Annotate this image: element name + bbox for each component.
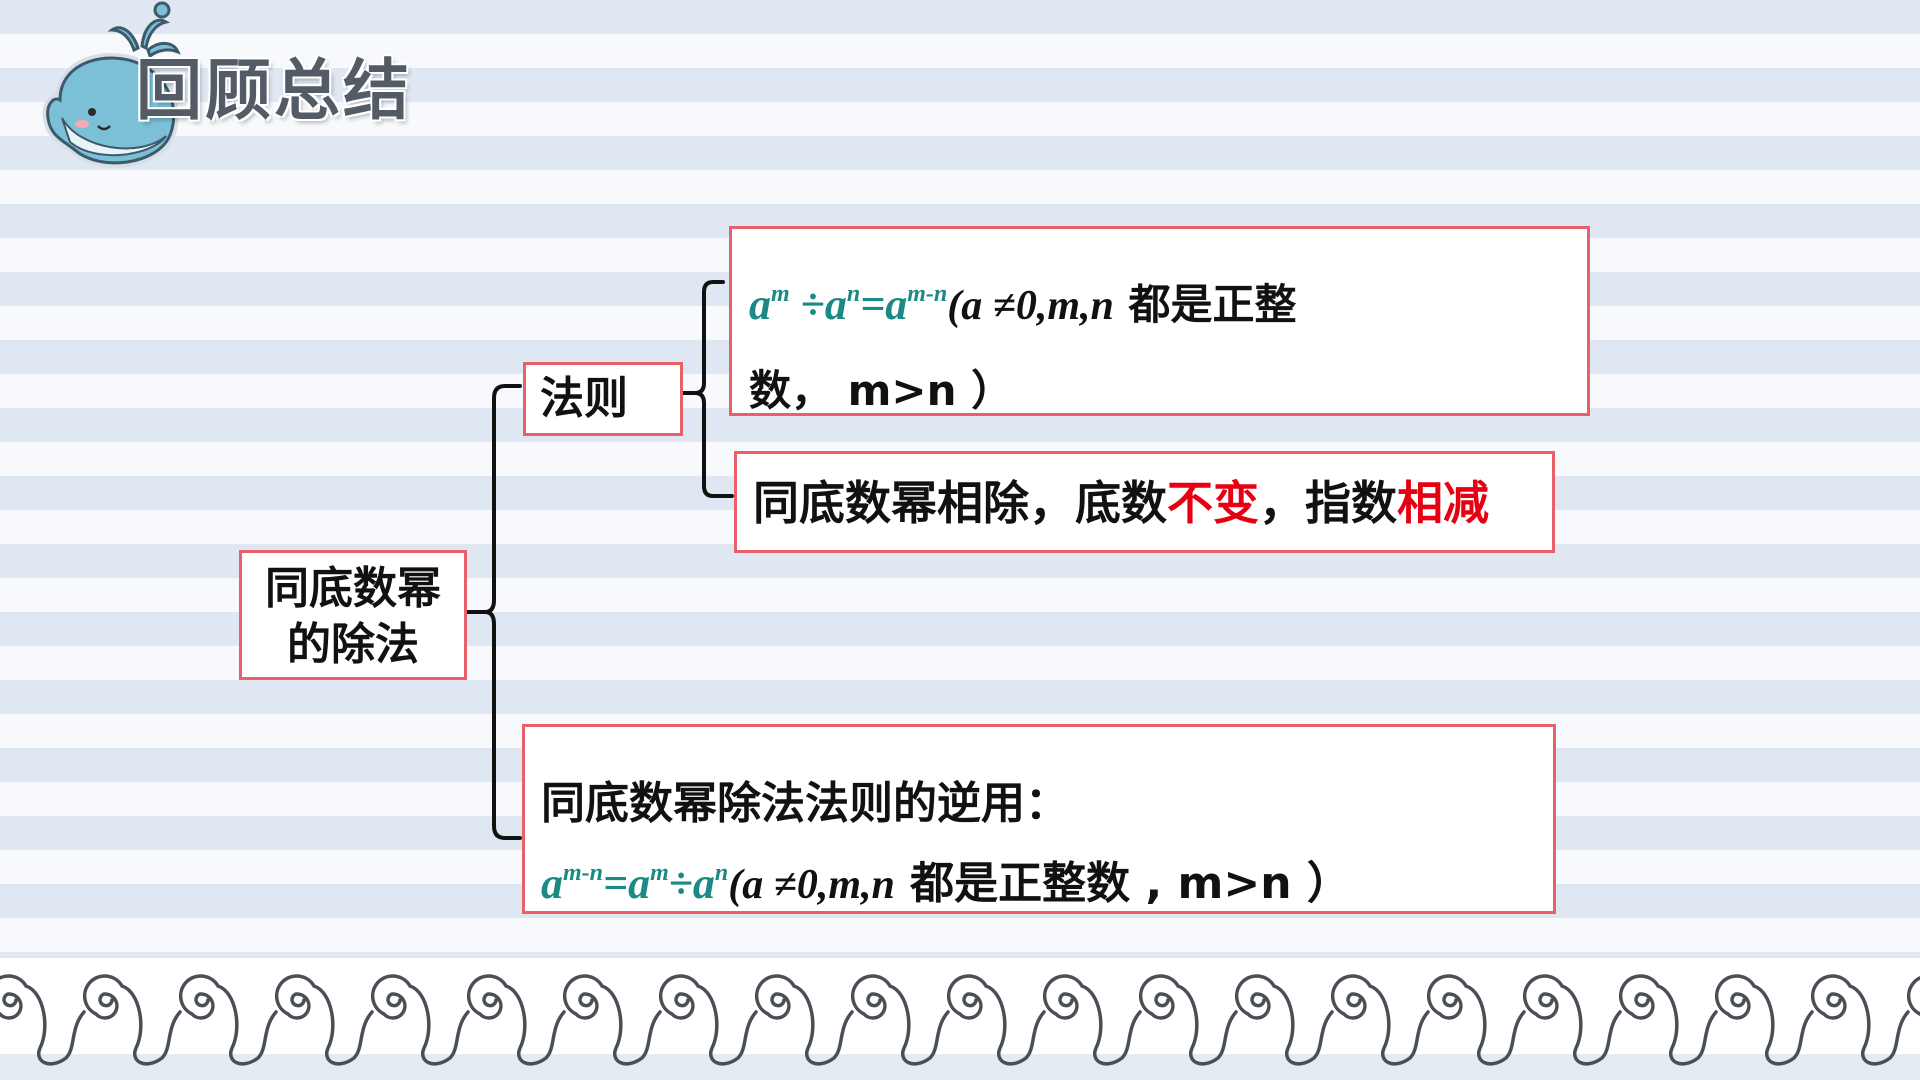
wave-spiral — [1426, 974, 1526, 1066]
formula-condition-text: 都是正整 — [1113, 280, 1297, 329]
wave-spiral — [1234, 974, 1334, 1066]
formula-condition: (a ≠0,m,n — [947, 283, 1114, 329]
wave-spiral — [562, 974, 662, 1066]
wave-spiral — [946, 974, 1046, 1066]
wave-spiral — [1330, 974, 1430, 1066]
wave-spiral — [466, 974, 566, 1066]
reverse-divide-sign: ÷ — [668, 859, 693, 908]
reverse-term-2: am — [628, 859, 669, 908]
reverse-term-3: an — [692, 859, 729, 908]
reverse-condition-text: 都是正整数 , m>n ） — [894, 858, 1351, 909]
wave-spiral — [1042, 974, 1142, 1066]
reverse-use-box: 同底数幂除法法则的逆用： am-n=am÷an(a ≠0,m,n 都是正整数 ,… — [522, 724, 1556, 914]
wave-spiral — [1714, 974, 1814, 1066]
wave-border-decoration — [0, 958, 1920, 1080]
wave-spiral — [1138, 974, 1238, 1066]
rule-description-box: 同底数幂相除，底数不变，指数相减 — [734, 451, 1555, 553]
formula-term-2: an — [824, 280, 861, 329]
rule-node-label: 法则 — [540, 373, 628, 424]
wave-spiral — [1906, 976, 1920, 1017]
equals-sign: = — [860, 280, 886, 329]
description-highlight-unchanged: 不变 — [1167, 476, 1259, 530]
description-part2: ，指数 — [1259, 476, 1397, 530]
wave-spiral — [850, 974, 950, 1066]
page-title: 回顾总结 — [136, 52, 412, 129]
wave-spiral — [370, 974, 470, 1066]
reverse-equals-sign: = — [603, 859, 629, 908]
wave-spiral — [658, 974, 758, 1066]
root-node-line2: 的除法 — [287, 619, 419, 670]
rule-formula-line2: 数， m>n ） — [749, 366, 1014, 415]
reverse-use-title: 同底数幂除法法则的逆用： — [541, 778, 1069, 829]
root-node: 同底数幂 的除法 — [239, 550, 467, 680]
wave-spiral — [1810, 974, 1910, 1066]
wave-spiral — [274, 974, 374, 1066]
rule-node: 法则 — [523, 362, 683, 436]
wave-spiral — [754, 974, 854, 1066]
wave-spiral — [0, 974, 86, 1066]
formula-term-1: am — [749, 280, 790, 329]
reverse-condition: (a ≠0,m,n — [728, 862, 895, 908]
reverse-term-1: am-n — [541, 859, 604, 908]
description-highlight-subtract: 相减 — [1397, 476, 1489, 530]
description-part1: 同底数幂相除，底数 — [753, 476, 1167, 530]
wave-spiral — [1522, 974, 1622, 1066]
rule-formula-line1: am ÷an=am-n(a ≠0,m,n 都是正整 — [749, 271, 1296, 332]
reverse-use-formula: am-n=am÷an(a ≠0,m,n 都是正整数 , m>n ） — [541, 847, 1351, 911]
wave-spiral — [1618, 974, 1718, 1066]
root-node-line1: 同底数幂 — [265, 563, 441, 614]
divide-sign: ÷ — [789, 280, 825, 329]
whale-icon — [42, 1, 181, 168]
rule-formula-box: am ÷an=am-n(a ≠0,m,n 都是正整 数， m>n ） — [729, 226, 1590, 416]
wave-spiral — [178, 974, 278, 1066]
formula-result: am-n — [885, 280, 948, 329]
wave-spiral — [82, 974, 182, 1066]
